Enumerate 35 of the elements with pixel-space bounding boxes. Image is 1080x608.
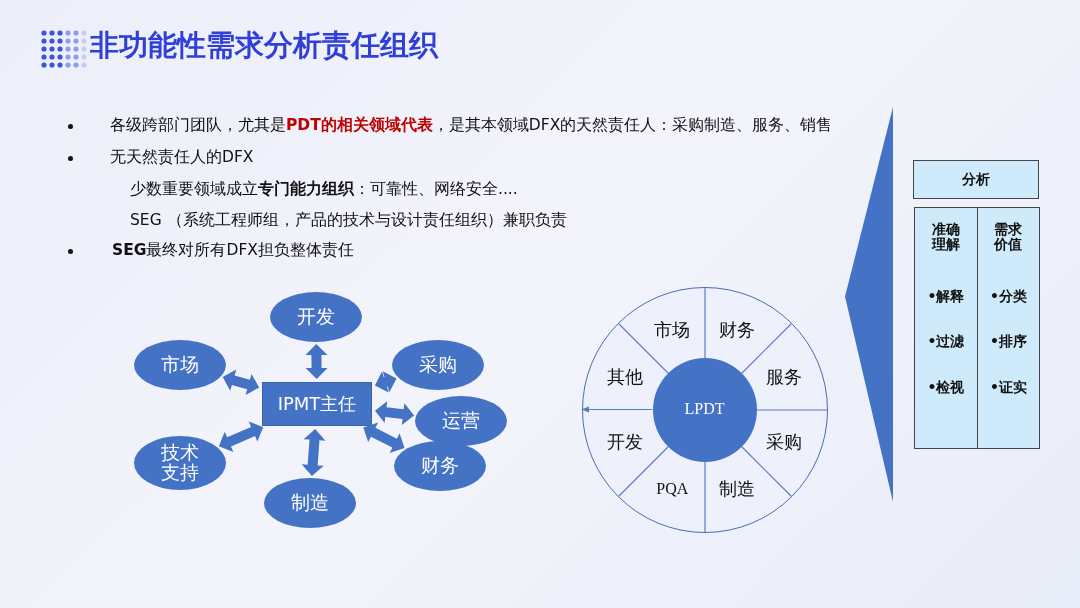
arrow [363, 422, 405, 453]
arrow [222, 369, 260, 396]
segment-label: 市场 [654, 317, 691, 342]
segment-label: 采购 [766, 429, 803, 454]
department-ellipse: 财务 [394, 441, 486, 491]
bullet-text: SEG最终对所有DFX担负整体责任 [112, 240, 354, 261]
arrow [374, 371, 397, 393]
department-ellipse: 运营 [415, 396, 507, 446]
arrow [305, 344, 328, 379]
segment-label: 其他 [606, 365, 643, 390]
segment-label: 制造 [718, 477, 755, 502]
bullet-text: 无天然责任人的DFX [110, 147, 254, 168]
arrow [218, 421, 264, 452]
process-box: IPMT主任 [262, 382, 372, 426]
department-ellipse: 采购 [392, 340, 484, 390]
arrow [375, 401, 415, 426]
segment-label: 财务 [718, 317, 755, 342]
segment-label: 服务 [766, 365, 803, 390]
department-ellipse: 开发 [270, 292, 362, 342]
bullet-text: 各级跨部门团队，尤其是PDT的相关领域代表，是其本领域DFX的天然责任人：采购制造、服务、销售 [110, 115, 833, 136]
bullet-text: SEG （系统工程师组，产品的技术与设计责任组织）兼职负责 [130, 210, 567, 231]
core-circle: LPDT [652, 357, 757, 462]
header-box: 分析 [913, 160, 1039, 199]
column-box: 准确理解 •解释 •过滤 •检视 [914, 207, 978, 449]
department-ellipse: 市场 [134, 340, 226, 390]
pointer-triangle [845, 107, 893, 502]
segment-label: 开发 [606, 429, 643, 454]
title: 非功能性需求分析责任组织 [90, 27, 438, 64]
segment-label: PQA [656, 480, 689, 499]
arrow [301, 429, 326, 476]
bullet-text: 少数重要领域成立专门能力组织：可靠性、网络安全.... [130, 179, 518, 200]
column-box: 需求价值 •分类 •排序 •证实 [977, 207, 1040, 449]
arrow [581, 406, 654, 413]
department-ellipse: 制造 [264, 478, 356, 528]
department-ellipse: 技术支持 [134, 436, 226, 490]
